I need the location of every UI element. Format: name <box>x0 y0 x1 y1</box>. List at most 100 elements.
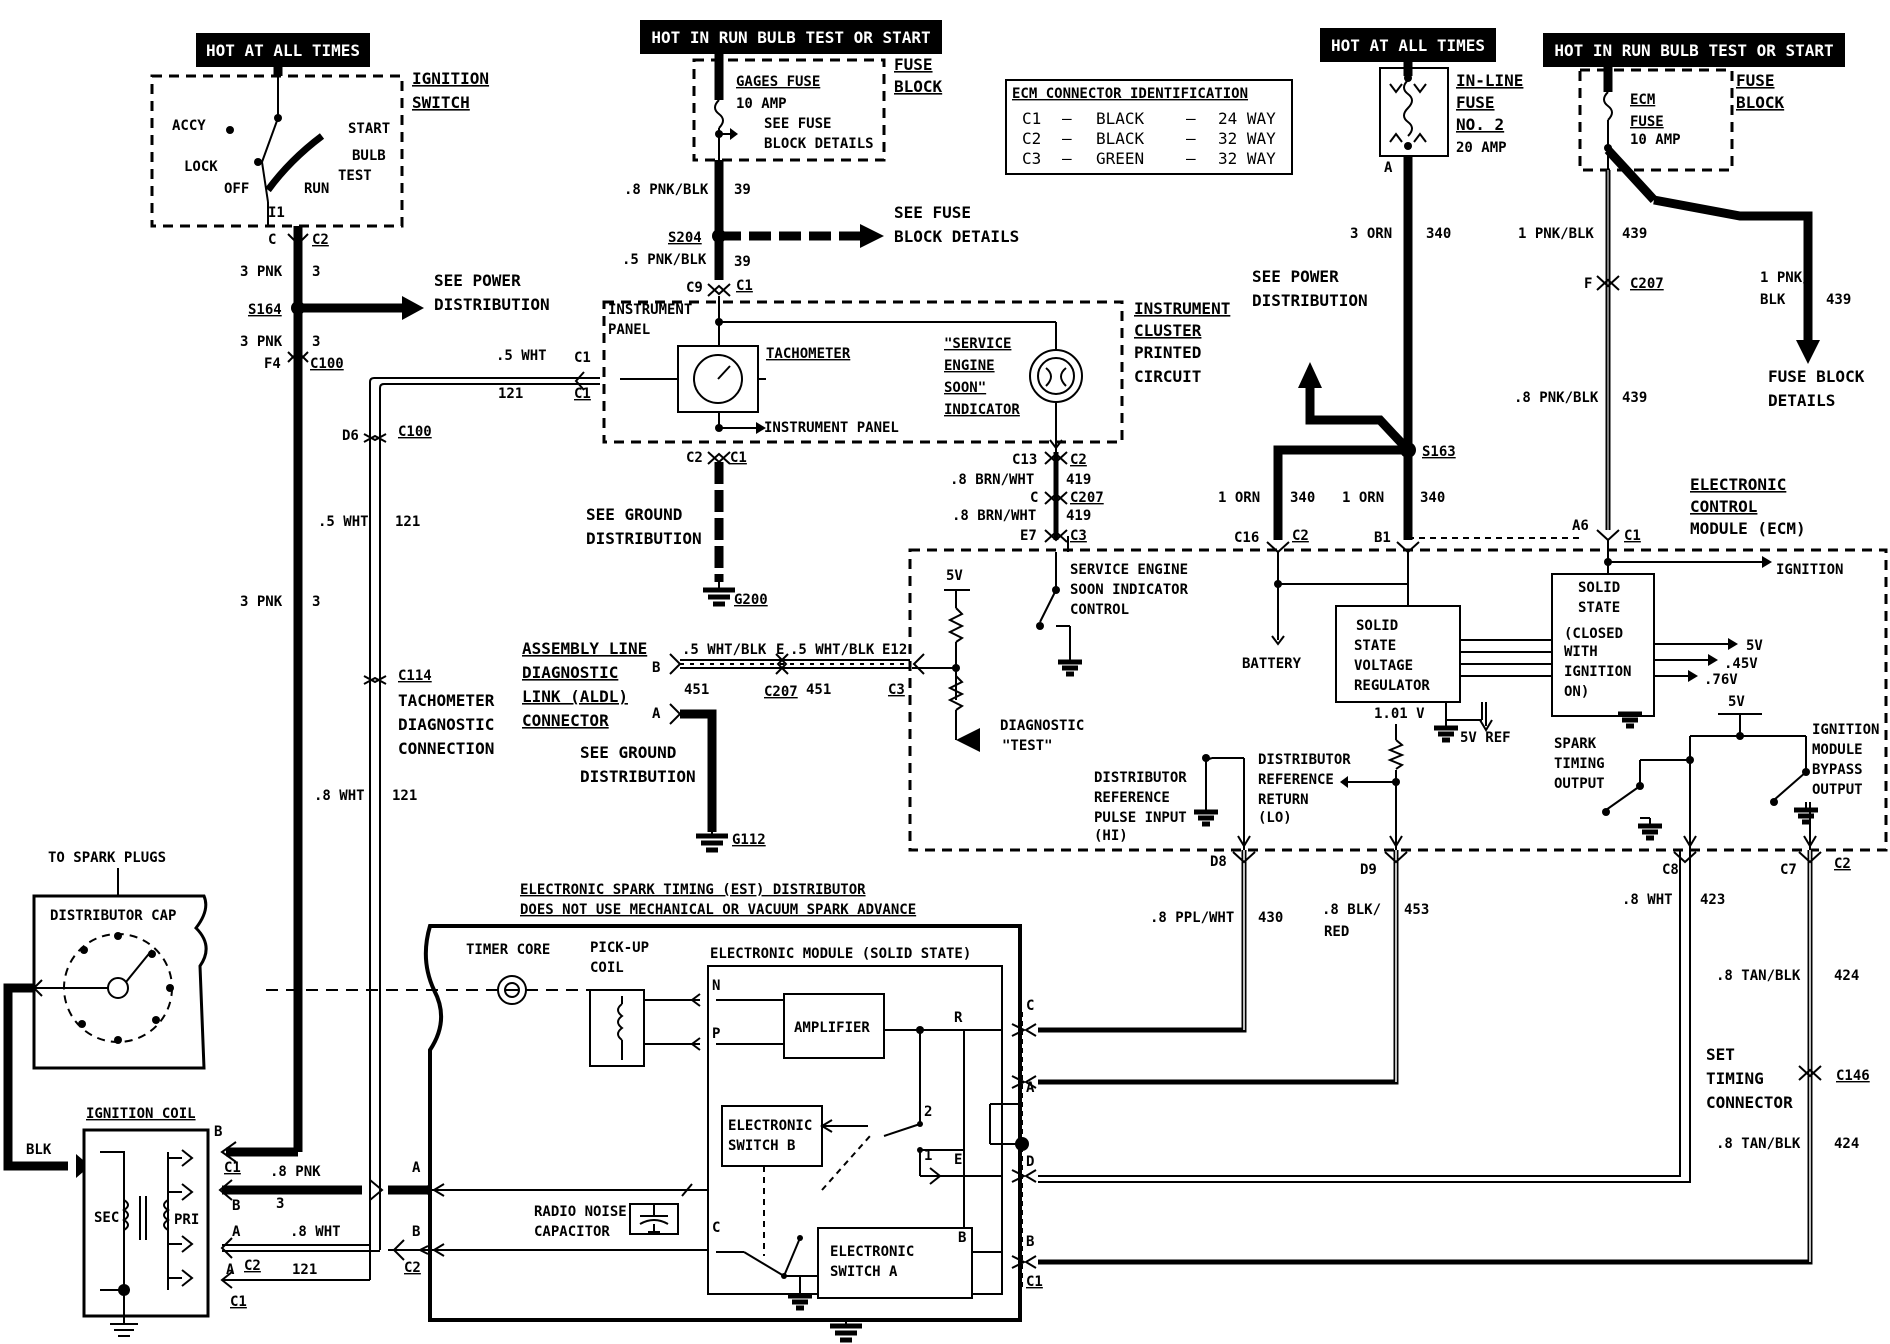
dist-ref-label: DISTRIBUTOR <box>1094 770 1187 786</box>
voltage-1-01: 1.01 V <box>1374 706 1425 722</box>
pin-c7: C7 <box>1780 862 1797 878</box>
tachometer-label: TACHOMETER <box>766 346 851 362</box>
fuse-block-title: FUSE <box>894 55 933 74</box>
bypass-label-4: OUTPUT <box>1812 782 1863 798</box>
dash: — <box>1062 109 1072 128</box>
connector-ways: 32 WAY <box>1218 149 1276 168</box>
regulator-label-3: VOLTAGE <box>1354 658 1413 674</box>
splice-s164: S164 <box>248 302 282 318</box>
off-label: OFF <box>224 181 249 197</box>
header-hot-in-run-right: HOT IN RUN BULB TEST OR START <box>1543 33 1845 67</box>
dist-ref-label-3: PULSE INPUT <box>1094 810 1187 826</box>
connector-c1: C1 <box>736 278 753 294</box>
inline-fuse-label-2: FUSE <box>1456 93 1495 112</box>
wire-label: .8 TAN/BLK <box>1716 1136 1801 1152</box>
pin-p: P <box>712 1026 720 1042</box>
dist-pin-b: B <box>1026 1234 1034 1250</box>
aldl-label: ASSEMBLY LINE <box>522 639 647 658</box>
pin-d8: D8 <box>1210 854 1227 870</box>
est-title: ELECTRONIC SPARK TIMING (EST) DISTRIBUTO… <box>520 882 866 898</box>
est-distributor: ELECTRONIC SPARK TIMING (EST) DISTRIBUTO… <box>266 882 1043 1343</box>
connector-color: GREEN <box>1096 149 1144 168</box>
tach-connection-label: TACHOMETER <box>398 691 495 710</box>
pin-a: A <box>1384 160 1393 176</box>
inline-fuse-label: IN-LINE <box>1456 71 1523 90</box>
coil-c1: C1 <box>224 1160 241 1176</box>
wire-label-2: BLK <box>1760 292 1786 308</box>
ecm-title-2: CONTROL <box>1690 497 1757 516</box>
wire-number: 121 <box>392 788 417 804</box>
connector-c1b: C1 <box>574 350 591 366</box>
voltage-076: .76V <box>1704 672 1738 688</box>
connector-f4: F4 <box>264 356 281 372</box>
wire-number: 3 <box>312 264 320 280</box>
connector-id: C3 <box>1022 149 1041 168</box>
wire-label: 3 PNK <box>240 594 283 610</box>
ses-indicator-label: "SERVICE <box>944 336 1011 352</box>
wire-number: 453 <box>1404 902 1429 918</box>
splice-s204: S204 <box>668 230 702 246</box>
connector-e12: E12 <box>882 642 907 658</box>
wire-number: 424 <box>1834 1136 1859 1152</box>
connector-d6: D6 <box>342 428 359 444</box>
header-text: HOT AT ALL TIMES <box>206 41 360 60</box>
connector-c114: C114 <box>398 668 432 684</box>
wire-label: .8 WHT <box>1622 892 1673 908</box>
wire-label: .5 PNK/BLK <box>622 252 707 268</box>
aldl-label-4: CONNECTOR <box>522 711 609 730</box>
dist-pin-d: D <box>1026 1154 1034 1170</box>
regulator-label-4: REGULATOR <box>1354 678 1430 694</box>
radio-capacitor-label: RADIO NOISE <box>534 1204 627 1220</box>
bypass-label: IGNITION <box>1812 722 1879 738</box>
dist-c2: C2 <box>404 1260 421 1276</box>
header-hot-at-all-times-left: HOT AT ALL TIMES <box>196 33 370 67</box>
pin-c: C <box>712 1220 720 1236</box>
inline-fuse-label-4: 20 AMP <box>1456 140 1507 156</box>
i1-label: I1 <box>268 205 285 221</box>
wire-number: 340 <box>1420 490 1445 506</box>
see-power-label: SEE POWER <box>1252 267 1339 286</box>
set-timing-label-2: TIMING <box>1706 1069 1764 1088</box>
inline-fuse-label-3: NO. 2 <box>1456 115 1504 134</box>
pin-c8: C8 <box>1662 862 1679 878</box>
connector-c3: C3 <box>1070 528 1087 544</box>
electronic-control-module: ELECTRONIC CONTROL MODULE (ECM) IGNITION… <box>908 475 1888 852</box>
est-subtitle: DOES NOT USE MECHANICAL OR VACUUM SPARK … <box>520 902 916 918</box>
radio-capacitor-label-2: CAPACITOR <box>534 1224 610 1240</box>
dist-ret-label-3: RETURN <box>1258 792 1309 808</box>
regulator-label-2: STATE <box>1354 638 1396 654</box>
pin-n: N <box>712 978 720 994</box>
wire-label: 1 ORN <box>1218 490 1260 506</box>
contact-1: 1 <box>924 1148 932 1164</box>
connector-color: BLACK <box>1096 109 1145 128</box>
see-power-label-2: DISTRIBUTION <box>1252 291 1368 310</box>
wire-number: 424 <box>1834 968 1859 984</box>
see-ground-label-2: DISTRIBUTION <box>586 529 702 548</box>
ecm-title-3: MODULE (ECM) <box>1690 519 1806 538</box>
voltage-5v: 5V <box>946 568 963 584</box>
wire-label: .8 WHT <box>314 788 365 804</box>
wire-number: 3 <box>276 1196 284 1212</box>
start-label: START <box>348 121 390 137</box>
connector-c-label: C <box>268 232 276 248</box>
pink-blk-wire-439 <box>1596 146 1820 568</box>
pin-c2: C2 <box>1834 856 1851 872</box>
aldl-connector: ASSEMBLY LINE DIAGNOSTIC LINK (ALDL) CON… <box>522 639 956 853</box>
ses-indicator-label-4: INDICATOR <box>944 402 1020 418</box>
instrument-panel-label-2: PANEL <box>608 322 650 338</box>
voltage-5v-b: 5V <box>1746 638 1763 654</box>
connector-f: F <box>1584 276 1592 292</box>
connector-e: E <box>776 642 784 658</box>
pin-r: R <box>954 1010 963 1026</box>
ecm-fuse-amp: 10 AMP <box>1630 132 1681 148</box>
see-ground-label: SEE GROUND <box>586 505 682 524</box>
instrument-cluster-title-3: PRINTED <box>1134 343 1201 362</box>
connector-c: C <box>1030 490 1038 506</box>
bypass-label-2: MODULE <box>1812 742 1863 758</box>
dash: — <box>1186 149 1196 168</box>
connector-c100b: C100 <box>398 424 432 440</box>
see-ground-label-2: DISTRIBUTION <box>580 767 696 786</box>
connector-c16: C16 <box>1234 530 1259 546</box>
electronic-module-label: ELECTRONIC MODULE (SOLID STATE) <box>710 946 971 962</box>
